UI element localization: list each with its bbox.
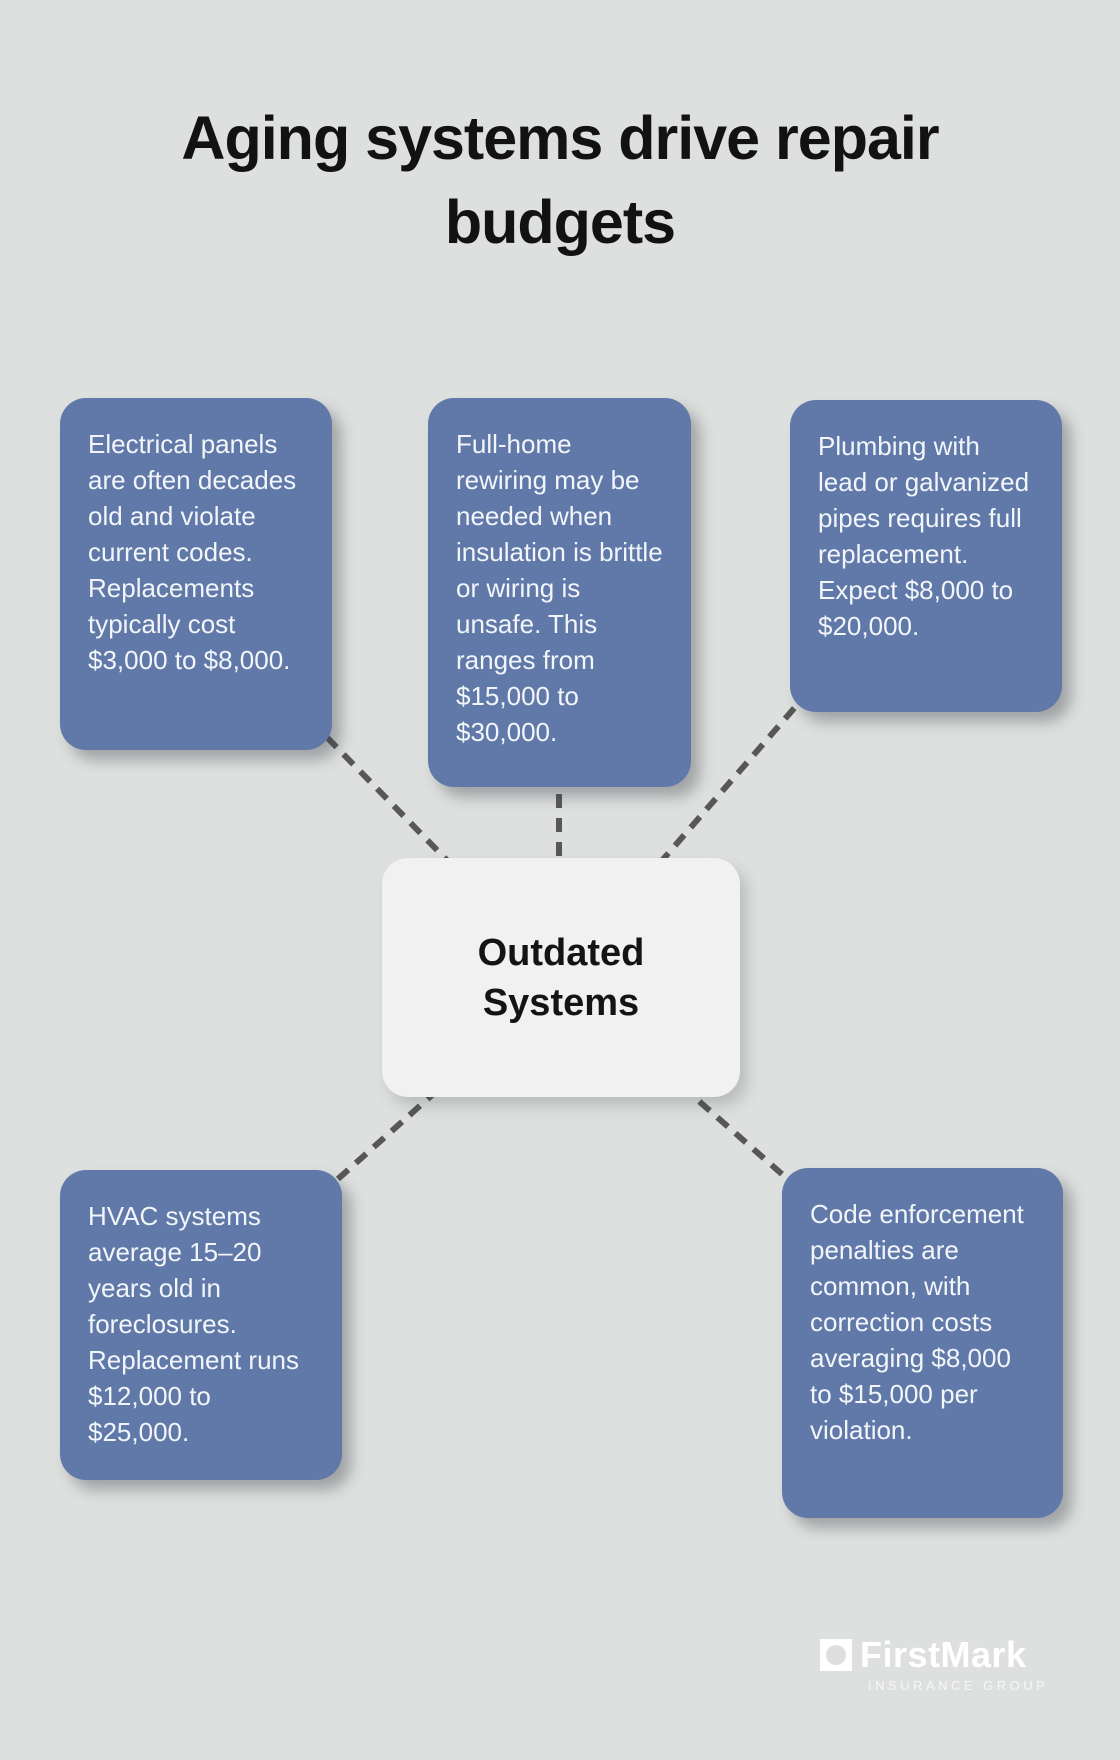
card-electrical-text: Electrical panels are often decades old … xyxy=(88,429,297,675)
card-hvac-systems: HVAC systems average 15–20 years old in … xyxy=(60,1170,342,1480)
card-rewiring-text: Full-home rewiring may be needed when in… xyxy=(456,429,663,747)
firstmark-logo: FirstMark INSURANCE GROUP xyxy=(820,1634,1048,1693)
card-code-enforcement: Code enforcement penalties are common, w… xyxy=(782,1168,1063,1518)
card-full-home-rewiring: Full-home rewiring may be needed when in… xyxy=(428,398,691,787)
page-title: Aging systems drive repair budgets xyxy=(181,104,939,256)
center-node-label: Outdated Systems xyxy=(477,931,645,1024)
card-hvac-text: HVAC systems average 15–20 years old in … xyxy=(88,1201,299,1447)
center-node-outdated-systems: Outdated Systems xyxy=(382,858,740,1097)
card-code-text: Code enforcement penalties are common, w… xyxy=(810,1199,1024,1445)
logo-name: FirstMark xyxy=(860,1634,1027,1675)
card-electrical-panels: Electrical panels are often decades old … xyxy=(60,398,332,750)
card-plumbing-pipes: Plumbing with lead or galvanized pipes r… xyxy=(790,400,1062,712)
card-plumbing-text: Plumbing with lead or galvanized pipes r… xyxy=(818,431,1030,641)
square-with-circle-hole-icon xyxy=(820,1639,852,1671)
logo-tagline: INSURANCE GROUP xyxy=(868,1678,1049,1693)
